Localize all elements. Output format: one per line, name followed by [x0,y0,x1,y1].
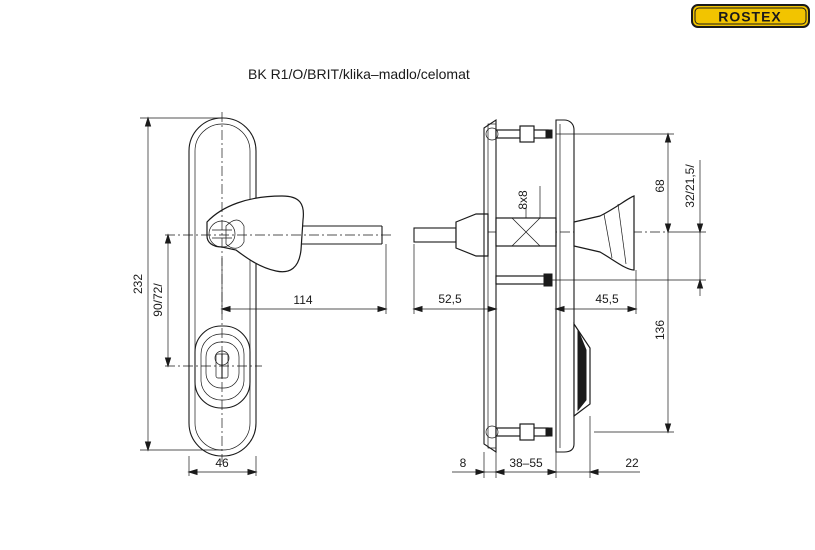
dim-spacing: 90/72/ [151,283,165,317]
rostex-logo: ROSTEX [691,4,810,28]
dim-right-offset: 32/21,5/ [683,164,697,208]
dim-knob-out: 45,5 [595,292,619,306]
dim-top-offset: 68 [653,179,667,193]
front-view [165,112,392,462]
drawing-title: BK R1/O/BRIT/klika–madlo/celomat [248,66,470,82]
dim-door-range: 38–55 [509,456,543,470]
dim-height-total: 232 [131,274,145,294]
dim-bottom-offset: 136 [653,320,667,340]
dim-square: 8x8 [516,190,530,210]
dim-width-plate: 46 [215,456,229,470]
dim-handle-length: 114 [293,293,312,307]
dim-spindle-out: 52,5 [438,292,462,306]
dim-plate-thick: 8 [460,456,467,470]
logo-text: ROSTEX [718,9,782,25]
side-dimensions: 52,5 45,5 8x8 68 136 32/21,5/ [412,132,706,478]
dim-rear-thick: 22 [625,456,639,470]
side-view [413,118,668,454]
front-dimensions: 232 90/72/ 46 114 [131,116,388,476]
